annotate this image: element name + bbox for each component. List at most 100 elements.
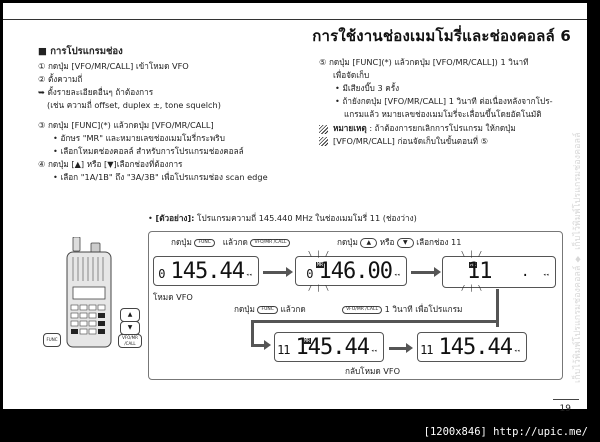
handheld-radio-icon	[66, 236, 112, 348]
blink-icon: / | \	[308, 284, 330, 292]
flow-arrow-icon	[389, 343, 413, 353]
step-5-bullet-2: • ถ้ายังกดปุ่ม [VFO/MR/CALL] 1 วินาที ต่…	[335, 96, 553, 107]
note-text: : ถ้าต้องการยกเลิกการโปรแกรม ให้กดปุ่ม	[369, 123, 516, 133]
note-line-2: [VFO/MR/CALL] ก่อนจัดเก็บในขั้นตอนที่ ⑤	[333, 136, 488, 147]
step-2-tip: ➥ ตั้งรายละเอียดอื่นๆ ถ้าต้องการ	[38, 87, 153, 98]
step-1: ① กดปุ่ม [VFO/MR/CALL] เข้าโหมด VFO	[38, 61, 189, 72]
lcd-channel: 11	[420, 343, 433, 357]
up-key-icon: ▲	[360, 237, 378, 248]
step-2: ② ตั้งความถี่	[38, 74, 82, 85]
note-hatch-icon	[319, 137, 328, 146]
instr-text: เลือกช่อง 11	[416, 237, 462, 247]
instr-text: แล้วกด	[280, 304, 306, 314]
bullet: •	[335, 83, 340, 93]
step-text: ตั้งรายละเอียดอื่นๆ ถ้าต้องการ	[47, 87, 154, 97]
manual-page: การใช้งานช่องเมมโมรี่และช่องคอลล์ 6 ■ กา…	[3, 3, 587, 414]
page-title: การใช้งานช่องเมมโมรี่และช่องคอลล์ 6	[312, 27, 571, 45]
step-text: กดปุ่ม [FUNC](*) แล้วกดปุ่ม [VFO/MR/CALL…	[47, 120, 214, 130]
step-text: อักษร "MR" และหมายเลขช่องเมมโมรี่กระพริบ	[60, 133, 225, 143]
step-text: (เช่น ความถี่ offset, duplex ±, tone squ…	[47, 100, 221, 110]
lcd-frequency: .	[521, 264, 530, 280]
bullet: •	[53, 133, 58, 143]
step-number: ⑤	[319, 57, 327, 67]
flow-arrow-icon	[251, 340, 271, 350]
flow-connector	[251, 320, 496, 323]
scan-border	[587, 0, 600, 410]
down-key-icon: ▼	[120, 321, 140, 335]
page-number: 19	[559, 404, 571, 414]
step-text: มีเสียงบี๊บ 3 ครั้ง	[342, 83, 400, 93]
flow-connector	[496, 289, 499, 327]
instr-text: กดปุ่ม	[234, 304, 255, 314]
vfo-mr-call-key-icon: VFO/MR /CALL	[342, 305, 383, 314]
step-5-bullet-2-cont: แกรมแล้ว หมายเลขช่องเมมโมรี่จะเลื่อนขึ้น…	[344, 109, 542, 120]
bullet: •	[53, 172, 58, 182]
step-text: เพื่อจัดเก็บ	[333, 70, 370, 80]
step-3-bullet-2: • เลือกโหมดช่องคอลล์ สำหรับการโปรแกรมช่อ…	[53, 146, 244, 157]
note-text: [VFO/MR/CALL] ก่อนจัดเก็บในขั้นตอนที่ ⑤	[333, 136, 488, 146]
lcd-frequency: 145.44	[438, 335, 513, 360]
lcd-indicator: ◂◂	[542, 272, 549, 278]
lcd-channel: 0	[306, 267, 313, 281]
lcd-frequency: 145.44	[170, 259, 245, 284]
step-text: กดปุ่ม [▲] หรือ [▼]เลือกช่องที่ต้องการ	[47, 159, 183, 169]
step-text: กดปุ่ม [FUNC](*) แล้วกดปุ่ม [VFO/MR/CALL…	[328, 57, 529, 67]
vfo-mode-label: โหมด VFO	[153, 292, 193, 302]
flow-arrow-icon	[263, 267, 293, 277]
instr-text: กดปุ่ม	[171, 237, 192, 247]
step-text: ถ้ายังกดปุ่ม [VFO/MR/CALL] 1 วินาที ต่อเ…	[342, 96, 553, 106]
lcd-channel: 11	[467, 259, 492, 284]
flow-arrow-icon	[411, 267, 441, 277]
step-5-bullet-1: • มีเสียงบี๊บ 3 ครั้ง	[335, 83, 399, 94]
step-number: ④	[38, 159, 46, 169]
row1-instruction-right: กดปุ่ม ▲ หรือ ▼ เลือกช่อง 11	[337, 237, 461, 248]
blink-icon: \ | /	[308, 250, 330, 258]
func-key-icon: FUNC	[257, 305, 278, 314]
section-title: ■ การโปรแกรมช่อง	[38, 46, 123, 57]
step-text: ตั้งความถี่	[47, 74, 83, 84]
flow-connector	[251, 320, 254, 346]
bullet: •	[53, 146, 58, 156]
instr-text: กดปุ่ม	[337, 237, 358, 247]
blink-icon: \ | /	[461, 250, 483, 258]
example-caption: • [ตัวอย่าง]: โปรแกรมความถี่ 145.440 MHz…	[148, 213, 417, 224]
lcd-display-channel-11: MR 11 . ◂◂	[442, 256, 556, 288]
section-title-text: การโปรแกรมช่อง	[50, 46, 123, 57]
note-hatch-icon	[319, 125, 328, 134]
bullet: •	[335, 96, 340, 106]
step-4: ④ กดปุ่ม [▲] หรือ [▼]เลือกช่องที่ต้องการ	[38, 159, 182, 170]
step-text: กดปุ่ม [VFO/MR/CALL] เข้าโหมด VFO	[47, 61, 189, 71]
lcd-channel: 11	[277, 343, 290, 357]
step-5-cont: เพื่อจัดเก็บ	[333, 70, 369, 81]
step-number: ①	[38, 61, 46, 71]
instr-text: แล้วกด	[222, 237, 248, 247]
mr-indicator: MR	[303, 338, 312, 344]
func-key-icon: FUNC	[43, 333, 61, 347]
note-label: หมายเหตุ	[333, 123, 367, 133]
note-line-1: หมายเหตุ : ถ้าต้องการยกเลิกการโปรแกรม ให…	[333, 123, 516, 134]
down-key-icon: ▼	[397, 237, 414, 248]
step-text: แกรมแล้ว หมายเลขช่องเมมโมรี่จะเลื่อนขึ้น…	[344, 109, 542, 119]
step-number: ③	[38, 120, 46, 130]
step-text: เลือกโหมดช่องคอลล์ สำหรับการโปรแกรมช่องค…	[60, 146, 244, 156]
instr-text: 1 วินาที เพื่อโปรแกรม	[384, 304, 463, 314]
header-rule	[3, 19, 587, 20]
step-4-bullet: • เลือก "1A/1B" ถึง "3A/3B" เพื่อโปรแกรม…	[53, 172, 268, 183]
up-key-icon: ▲	[120, 308, 140, 322]
step-number: ②	[38, 74, 46, 84]
lcd-indicator: ◂◂	[245, 272, 252, 278]
step-3: ③ กดปุ่ม [FUNC](*) แล้วกดปุ่ม [VFO/MR/CA…	[38, 120, 214, 131]
row1-instruction-left: กดปุ่ม FUNC แล้วกด VFO/MR /CALL	[171, 237, 291, 248]
row2-instruction: กดปุ่ม FUNC แล้วกด VFO/MR /CALL 1 วินาที…	[234, 304, 462, 315]
step-5: ⑤ กดปุ่ม [FUNC](*) แล้วกดปุ่ม [VFO/MR/CA…	[319, 57, 528, 68]
page-number-rule	[553, 399, 579, 400]
lcd-frequency: 146.00	[318, 259, 393, 284]
lcd-indicator: ◂◂	[513, 348, 520, 354]
example-text: โปรแกรมความถี่ 145.440 MHz ในช่องเมมโมรี…	[197, 213, 417, 223]
lcd-indicator: ◂◂	[393, 272, 400, 278]
example-diagram: กดปุ่ม FUNC แล้วกด VFO/MR /CALL กดปุ่ม ▲…	[148, 231, 563, 380]
mr-indicator: MR	[469, 262, 478, 268]
lcd-display-vfo-return: 11 145.44 ◂◂	[417, 332, 527, 362]
